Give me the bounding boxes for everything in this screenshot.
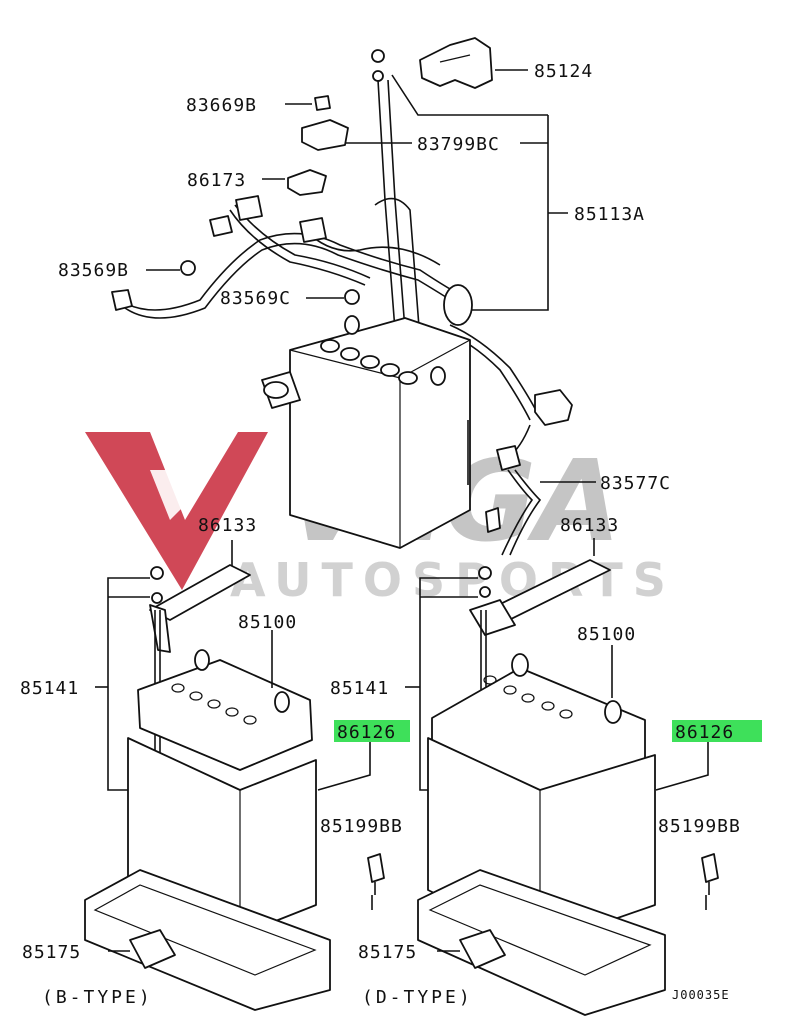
caption-b-type: (B-TYPE) [42,987,153,1008]
diagram-code: J00035E [672,988,730,1002]
label-83799bc[interactable]: 83799BC [417,134,500,155]
watermark-subtitle: AUTOSPORTS [230,553,676,607]
label-83577c[interactable]: 83577C [600,473,671,494]
label-83569b[interactable]: 83569B [58,260,129,281]
battery-top [261,315,471,549]
label-85175-left[interactable]: 85175 [22,942,81,963]
caption-d-type: (D-TYPE) [362,987,473,1008]
label-86133-left[interactable]: 86133 [198,515,257,536]
label-86126-left[interactable]: 86126 [337,722,396,743]
label-85113a[interactable]: 85113A [574,204,645,225]
label-85199bb-right[interactable]: 85199BB [658,816,741,837]
label-85199bb-left[interactable]: 85199BB [320,816,403,837]
label-86173[interactable]: 86173 [187,170,246,191]
terminal-cover-85124 [419,37,493,89]
label-86126-right[interactable]: 86126 [675,722,734,743]
label-85175-right[interactable]: 85175 [358,942,417,963]
label-83569c[interactable]: 83569C [220,288,291,309]
b-type-assembly [84,540,385,1011]
label-85100-left[interactable]: 85100 [238,612,297,633]
d-type-assembly [405,538,719,1016]
label-86133-right[interactable]: 86133 [560,515,619,536]
label-83669b[interactable]: 83669B [186,95,257,116]
highlight-86126-right [672,720,762,742]
highlight-86126-left [334,720,410,742]
label-85141-right[interactable]: 85141 [330,678,389,699]
harness-assembly [111,37,596,556]
label-85100-right[interactable]: 85100 [577,624,636,645]
label-85124[interactable]: 85124 [534,61,593,82]
fuse-83799bc [301,119,349,151]
watermark-logo-inner [150,470,185,520]
part-labels: 85124 83669B 83799BC 86173 85113A 83569B… [20,61,741,963]
label-85141-left[interactable]: 85141 [20,678,79,699]
